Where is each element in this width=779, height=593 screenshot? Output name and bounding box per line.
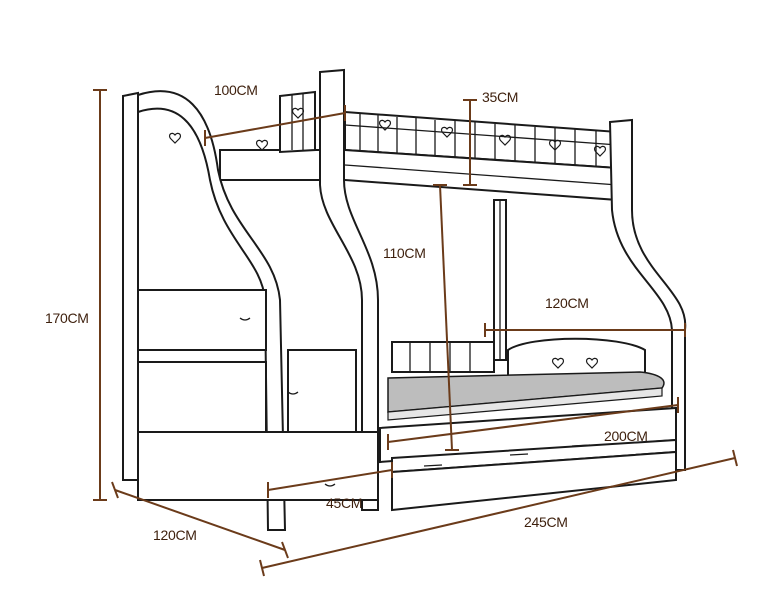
dimension-lines (93, 89, 738, 577)
guard-rail-height-label: 35CM (482, 89, 518, 105)
upper-bunk-length-label: 100CM (214, 82, 258, 98)
stair-depth-label: 45CM (326, 495, 362, 511)
bunk-bed-illustration (122, 68, 687, 531)
mattress-length-label: 200CM (604, 428, 648, 444)
total-height-label: 170CM (45, 310, 89, 326)
base-depth-label: 120CM (153, 527, 197, 543)
lower-bunk-clearance-label: 110CM (383, 245, 426, 261)
lower-bunk-width-label: 120CM (545, 295, 589, 311)
total-length-label: 245CM (524, 514, 568, 530)
